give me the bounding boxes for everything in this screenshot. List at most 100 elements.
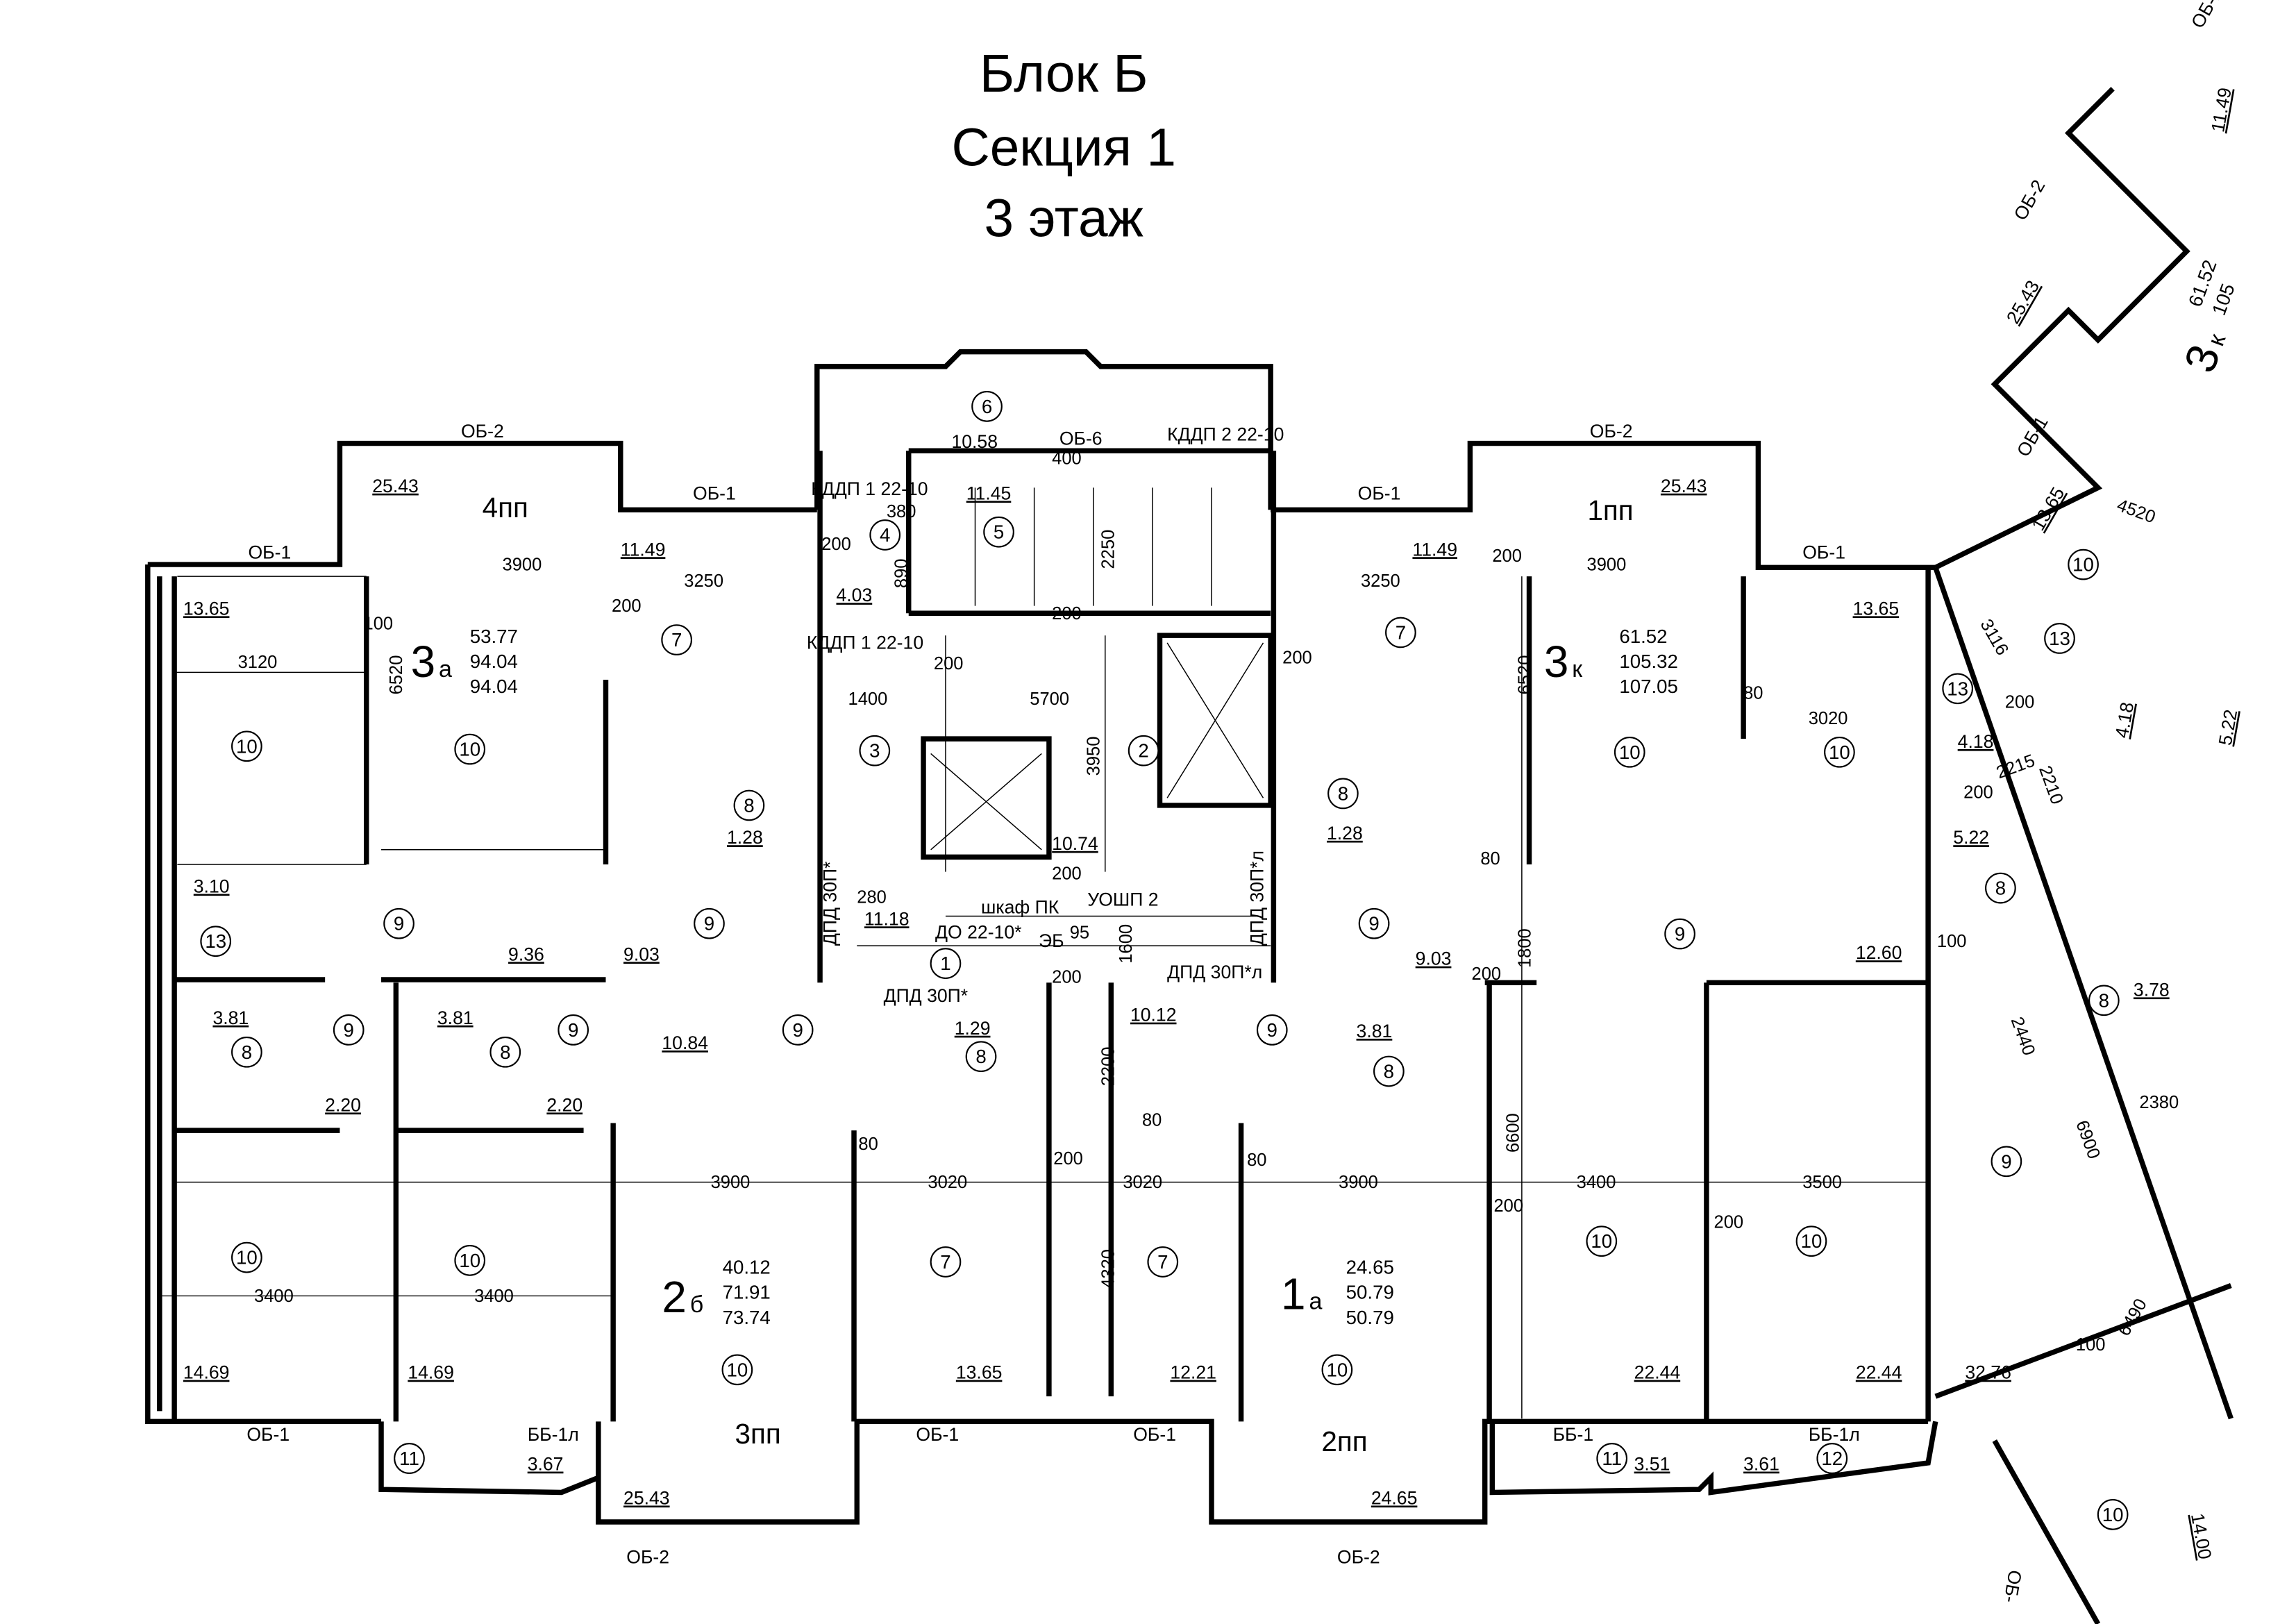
- apartment-number: 1: [1281, 1269, 1306, 1319]
- room-number-marker: 10: [231, 1241, 262, 1273]
- total-area: 71.91: [723, 1282, 771, 1303]
- room-number-circle: [1327, 778, 1359, 810]
- wall: [1271, 440, 1936, 571]
- dimension-value: 6520: [1516, 655, 1535, 695]
- room-area: 13.65: [183, 598, 230, 619]
- room-number: 9: [1675, 923, 1685, 945]
- room-number-circle: [1985, 872, 2016, 904]
- total-area-with-balcony: 107.05: [1619, 676, 1678, 697]
- dimension-value: 200: [1282, 648, 1312, 668]
- room-number-marker: 9: [782, 1014, 814, 1046]
- dimension-value: 200: [1053, 1149, 1083, 1169]
- room-number: 9: [568, 1019, 578, 1041]
- room-number-circle: [1385, 617, 1416, 648]
- room-number-marker: 10: [1795, 1225, 1827, 1257]
- room-area: 3.10: [194, 876, 230, 896]
- room-area: 1.29: [955, 1018, 991, 1039]
- room-area: 3.61: [1743, 1454, 1779, 1475]
- opening-label: ДО 22-10*: [935, 921, 1021, 942]
- apartment-type: 1пп: [1587, 494, 1633, 526]
- dimension-value: 100: [364, 614, 394, 634]
- plan-title: Блок Б Секция 1 3 этаж: [951, 44, 1176, 249]
- opening-label: ББ-1л: [1809, 1424, 1860, 1445]
- dimension-value: 80: [1142, 1111, 1162, 1130]
- room-number-marker: 11: [394, 1443, 425, 1474]
- room-area: 3.78: [2134, 979, 2170, 1000]
- dimension-value: 80: [1480, 849, 1500, 869]
- room-number: 10: [459, 739, 480, 760]
- room-number-circle: [930, 948, 962, 979]
- room-number: 8: [2099, 989, 2109, 1011]
- room-number-marker: 9: [333, 1014, 364, 1046]
- opening-label: КДДП 1 22-10: [807, 632, 923, 653]
- opening-label: ЭБ: [1039, 930, 1064, 951]
- apartment-suffix: б: [690, 1291, 704, 1318]
- room-number: 10: [1327, 1359, 1348, 1380]
- room-area: 1.28: [727, 827, 763, 848]
- opening-label: ОБ-1: [693, 483, 736, 503]
- room-area: 2.20: [546, 1094, 583, 1115]
- dimension-value: 3950: [1084, 737, 1103, 776]
- opening-label: УОШП 2: [1087, 889, 1158, 910]
- room-number-circle: [489, 1036, 521, 1068]
- room-number-circle: [1128, 735, 1159, 767]
- room-number: 8: [975, 1046, 986, 1067]
- room-area: 9.36: [508, 944, 544, 964]
- room-area: 3.67: [528, 1454, 564, 1475]
- room-number-circle: [1942, 673, 1974, 705]
- opening-label: КДДП 1 22-10: [811, 478, 928, 499]
- room-number: 2: [1138, 740, 1148, 762]
- dimension-value: 200: [2005, 692, 2035, 712]
- room-area: 25.43: [2002, 277, 2043, 328]
- dimension-value: 1600: [1116, 924, 1136, 964]
- room-number-circle: [1321, 1354, 1353, 1386]
- dimension-value: 2210: [2035, 763, 2067, 807]
- room-number-circle: [733, 789, 765, 821]
- room-number-circle: [1614, 736, 1645, 768]
- opening-label: ОБ-2: [2010, 176, 2050, 224]
- room-number-marker: 2: [1128, 735, 1159, 767]
- room-number: 9: [344, 1019, 354, 1041]
- opening-label: ББ-1л: [528, 1424, 579, 1445]
- dimension-line: [1166, 642, 1264, 798]
- wall: [921, 736, 1052, 860]
- opening-label: ОБ-1: [1133, 1424, 1176, 1445]
- dimension-value: 4520: [2114, 496, 2158, 528]
- opening-label: ОБ-2: [626, 1547, 669, 1568]
- room-number: 9: [1267, 1019, 1277, 1041]
- room-number: 10: [1591, 1230, 1612, 1252]
- opening-label: ОБ-2: [1337, 1547, 1380, 1568]
- room-number: 10: [459, 1250, 480, 1271]
- room-area: 9.03: [1416, 948, 1452, 969]
- room-number-circle: [782, 1014, 814, 1046]
- wall: [1933, 567, 2234, 1420]
- room-number: 13: [2049, 628, 2070, 649]
- room-number: 7: [671, 629, 682, 651]
- room-number-marker: 12: [1816, 1443, 1848, 1474]
- room-number-marker: 9: [1664, 918, 1695, 950]
- room-number-marker: 8: [2088, 985, 2120, 1016]
- opening-label: ОБ-1: [1358, 483, 1401, 503]
- room-area: 13.65: [956, 1362, 1003, 1383]
- apartment-number: 3: [411, 637, 436, 687]
- room-number: 8: [242, 1041, 252, 1063]
- wall: [1934, 87, 2190, 570]
- room-number-circle: [558, 1014, 589, 1046]
- opening-label: ДПД 30П*: [884, 985, 969, 1006]
- apartment-suffix: а: [439, 656, 452, 683]
- dimension-value: 2250: [1099, 530, 1118, 569]
- dimension-value: 200: [1714, 1213, 1744, 1232]
- room-area: 4.03: [836, 585, 872, 605]
- room-number-marker: 13: [1942, 673, 1974, 705]
- room-number-circle: [231, 730, 262, 762]
- dimension-value: 890: [892, 559, 912, 589]
- room-number: 10: [727, 1359, 748, 1380]
- dimension-value: 200: [1472, 964, 1502, 984]
- opening-label: ДПД 30П*: [819, 862, 840, 946]
- opening-label: ОБ-6: [1059, 428, 1103, 449]
- room-number-circle: [1816, 1443, 1848, 1474]
- walls: [145, 87, 2234, 1624]
- room-number-marker: 10: [2068, 549, 2099, 580]
